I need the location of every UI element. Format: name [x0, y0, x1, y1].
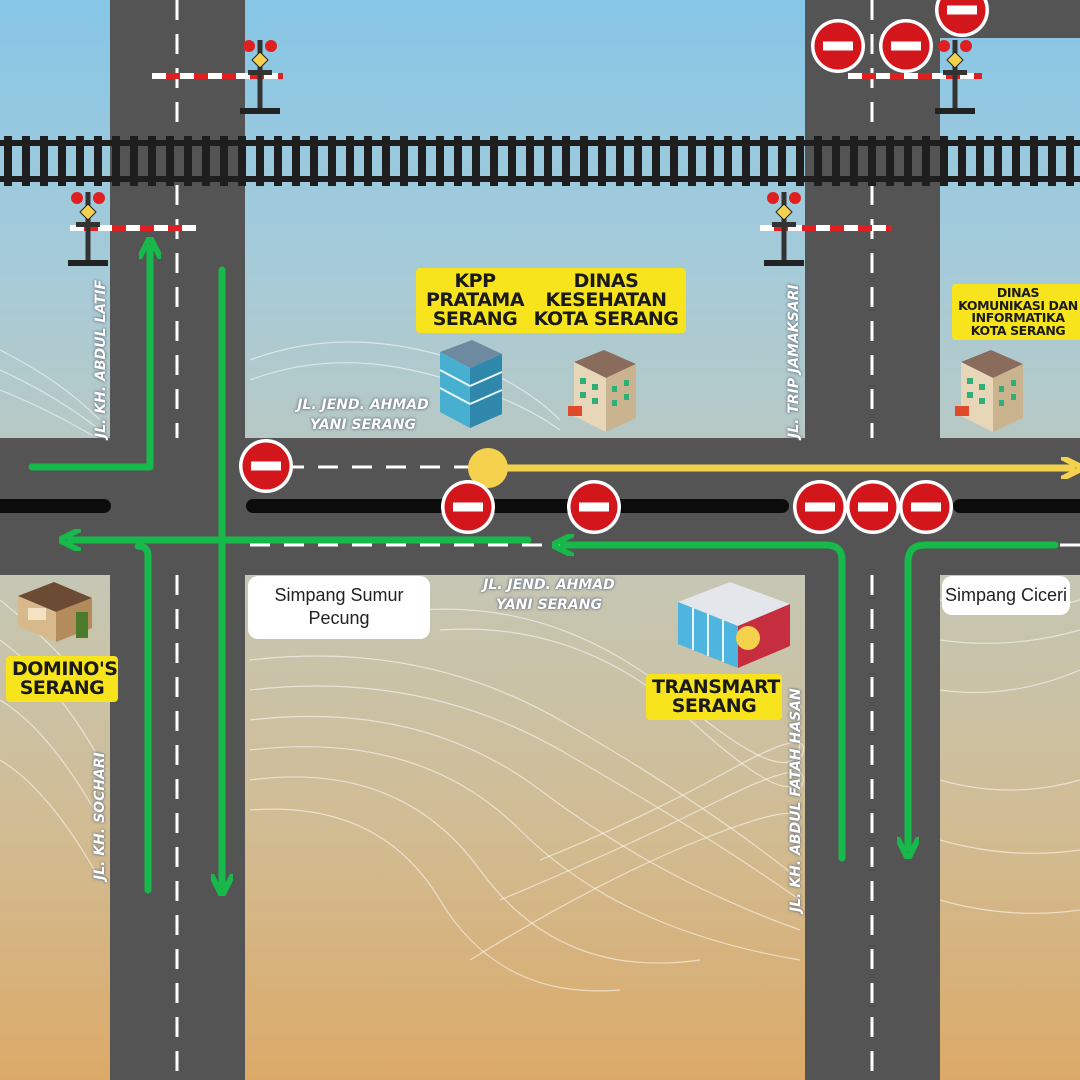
railway-crossing-signal-icon [935, 40, 975, 114]
no-entry-sign-icon [239, 439, 293, 493]
contour-lines [0, 341, 1080, 992]
building-icon [678, 582, 790, 668]
no-entry-sign-icon [441, 480, 495, 534]
street-label-ahmad-yani-north: JL. JEND. AHMAD YANI SERANG [297, 397, 429, 433]
railway-track [0, 136, 1080, 186]
green-traffic-routes [28, 248, 1059, 890]
no-entry-sign-icon [899, 480, 953, 534]
street-label-kh-sochari: JL. KH. SOCHARI [92, 752, 108, 880]
yellow-route [468, 448, 1072, 488]
building-icon [18, 582, 92, 642]
no-entry-sign-icon [846, 480, 900, 534]
landmark-kpp-pratama-serang: KPP PRATAMA SERANG [416, 268, 534, 333]
landmark-dinas-kesehatan: DINAS KESEHATAN KOTA SERANG [526, 268, 686, 333]
no-entry-sign-icon [935, 0, 989, 37]
railway-crossing-signal-icon [240, 40, 280, 114]
building-icon [568, 350, 636, 432]
no-entry-sign-icon [811, 19, 865, 73]
landmark-transmart-serang: TRANSMART SERANG [646, 674, 782, 720]
railway-crossing-signal-icon [764, 192, 804, 266]
landmark-dominos-serang: DOMINO'S SERANG [6, 656, 118, 702]
intersection-sumur-pecung: Simpang Sumur Pecung [248, 576, 430, 639]
no-entry-sign-icon [879, 19, 933, 73]
no-entry-signs [239, 0, 989, 534]
street-label-trip-jamaksari: JL. TRIP JAMAKSARI [786, 284, 802, 438]
landmark-diskominfo: DINAS KOMUNIKASI DAN INFORMATIKA KOTA SE… [952, 284, 1080, 340]
intersection-ciceri: Simpang Ciceri [942, 576, 1070, 616]
street-label-ahmad-yani-south: JL. JEND. AHMAD YANI SERANG [483, 577, 615, 613]
no-entry-sign-icon [793, 480, 847, 534]
railway-crossing-signal-icon [68, 192, 108, 266]
building-icon [955, 350, 1023, 432]
street-label-kh-abdul-fatah-hasan: JL. KH. ABDUL FATAH HASAN [788, 688, 804, 912]
no-entry-sign-icon [567, 480, 621, 534]
street-label-kh-abdul-latif: JL. KH. ABDUL LATIF [93, 279, 109, 438]
building-icon [439, 340, 503, 428]
